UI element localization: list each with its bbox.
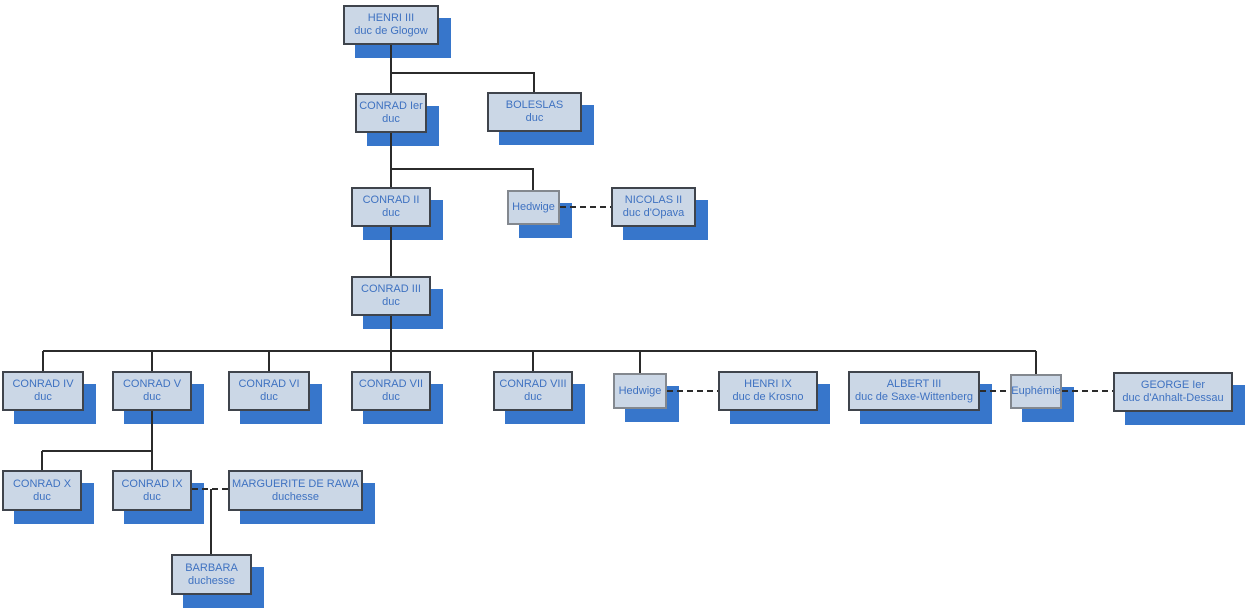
person-box-hedwige1[interactable]: Hedwige	[507, 190, 560, 225]
descent-line	[42, 351, 44, 371]
descent-line	[390, 73, 392, 93]
person-name: CONRAD V	[122, 378, 182, 390]
person-title: duc	[33, 490, 51, 503]
person-name: Hedwige	[618, 384, 662, 397]
person-box-euphemie[interactable]: Euphémie	[1010, 374, 1062, 409]
person-name: CONRAD III	[361, 283, 421, 295]
descent-line	[639, 351, 641, 373]
person-name: ALBERT III	[886, 378, 942, 390]
person-name: CONRAD VIII	[499, 378, 567, 390]
person-name: CONRAD IX	[121, 477, 183, 490]
person-name: CONRAD Ier	[359, 100, 423, 112]
person-title: duc	[260, 391, 278, 403]
marriage-dashed-line	[1062, 390, 1113, 392]
person-title: duc d'Opava	[622, 207, 685, 219]
person-name: CONRAD II	[362, 194, 420, 206]
person-name: CONRAD VII	[358, 378, 424, 390]
marriage-dashed-line	[667, 390, 718, 392]
person-title: duc	[382, 391, 400, 403]
descent-line	[390, 169, 392, 187]
person-name: CONRAD IV	[12, 378, 74, 390]
person-name: MARGUERITE DE RAWA	[232, 477, 359, 490]
marriage-dashed-line	[192, 488, 228, 490]
descent-line	[390, 227, 392, 276]
descent-line	[151, 411, 153, 451]
person-title: duc	[524, 391, 542, 403]
person-name: GEORGE Ier	[1140, 379, 1206, 391]
person-name: Hedwige	[512, 201, 555, 213]
person-box-hedwige2[interactable]: Hedwige	[613, 373, 667, 409]
person-name: BARBARA	[185, 561, 238, 574]
person-title: duc d'Anhalt-Dessau	[1122, 392, 1224, 404]
descent-line	[391, 72, 535, 74]
person-title: duc	[382, 296, 400, 308]
descent-line	[151, 451, 153, 470]
person-title: duc	[143, 490, 161, 503]
person-name: CONRAD VI	[238, 378, 300, 390]
person-name: NICOLAS II	[624, 194, 683, 206]
descent-line	[210, 489, 212, 554]
person-title: duc de Glogow	[354, 25, 428, 37]
descent-line	[41, 451, 43, 470]
descent-line	[533, 73, 535, 92]
descent-line	[532, 169, 534, 190]
person-title: duc	[143, 391, 161, 403]
person-title: duc	[382, 207, 400, 219]
person-title: duc de Saxe-Wittenberg	[854, 391, 973, 403]
person-title: duchesse	[271, 490, 320, 503]
person-name: CONRAD X	[12, 477, 72, 490]
person-title: duc	[34, 391, 52, 403]
descent-line	[390, 45, 392, 73]
person-name: Euphémie	[1011, 385, 1061, 397]
descent-line	[390, 133, 392, 169]
descent-line	[43, 350, 1036, 352]
descent-line	[390, 316, 392, 371]
marriage-dashed-line	[980, 390, 1010, 392]
person-title: duc	[382, 113, 400, 125]
descent-line	[1035, 351, 1037, 374]
descent-line	[532, 351, 534, 371]
person-title: duc	[525, 112, 544, 124]
person-name: HENRI IX	[744, 378, 792, 390]
marriage-dashed-line	[560, 206, 611, 208]
person-title: duchesse	[187, 574, 236, 587]
descent-line	[42, 450, 152, 452]
person-title: duc de Krosno	[732, 391, 804, 403]
descent-line	[151, 351, 153, 371]
descent-line	[268, 351, 270, 371]
person-name: HENRI III	[367, 12, 415, 24]
person-name: BOLESLAS	[505, 99, 564, 111]
descent-line	[391, 168, 534, 170]
